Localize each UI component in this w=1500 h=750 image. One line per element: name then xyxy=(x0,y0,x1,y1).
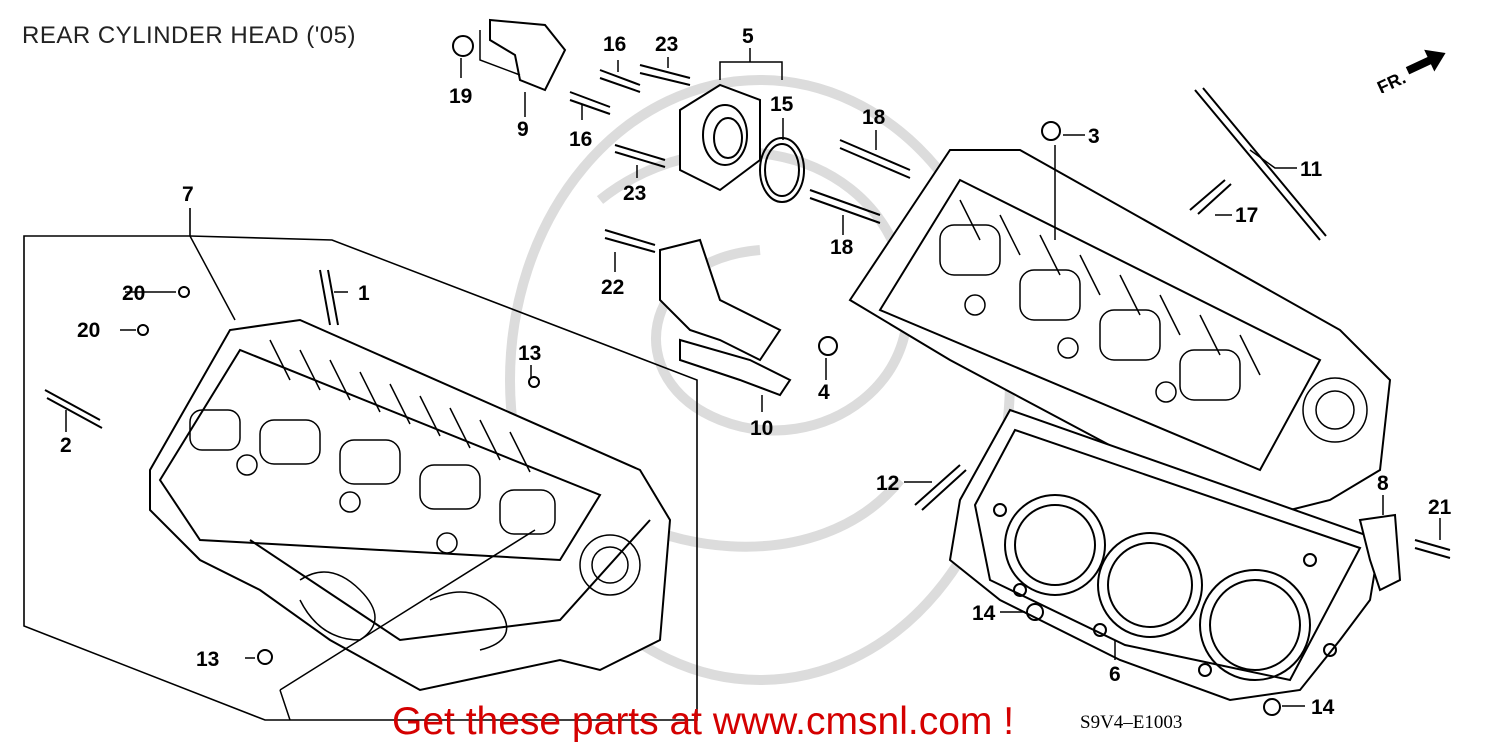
callout-20b: 20 xyxy=(77,319,100,342)
callout-11: 11 xyxy=(1300,158,1323,181)
small-parts xyxy=(44,18,1451,716)
callout-9: 9 xyxy=(517,118,529,141)
callout-13a: 13 xyxy=(518,342,541,365)
parts-link-banner[interactable]: Get these parts at www.cmsnl.com ! xyxy=(392,700,1015,743)
callout-19: 19 xyxy=(449,85,472,108)
left-cylinder-head xyxy=(149,318,672,692)
leader-lines xyxy=(65,30,1441,721)
callout-12: 12 xyxy=(876,472,899,495)
front-direction-arrow-icon: FR. xyxy=(1374,49,1446,93)
callout-1: 1 xyxy=(358,282,370,305)
callout-2: 2 xyxy=(60,434,72,457)
cylinder-head-assembly-box xyxy=(23,208,698,721)
callout-22: 22 xyxy=(601,276,624,299)
callout-10: 10 xyxy=(750,417,773,440)
callout-23a: 23 xyxy=(655,33,678,56)
callout-20a: 20 xyxy=(122,282,145,305)
callout-15: 15 xyxy=(770,93,794,116)
callout-4: 4 xyxy=(818,381,830,404)
callout-14a: 14 xyxy=(972,602,996,625)
callout-21: 21 xyxy=(1428,496,1452,519)
callout-16b: 16 xyxy=(569,128,592,151)
diagram-title: REAR CYLINDER HEAD ('05) xyxy=(22,22,356,49)
callout-16a: 16 xyxy=(603,33,626,56)
callout-8: 8 xyxy=(1377,472,1389,495)
diagram-code: S9V4–E1003 xyxy=(1080,712,1183,733)
callout-23b: 23 xyxy=(623,182,646,205)
callout-14b: 14 xyxy=(1311,696,1335,719)
callout-17: 17 xyxy=(1235,204,1258,227)
callout-3: 3 xyxy=(1088,125,1100,148)
callout-13b: 13 xyxy=(196,648,219,671)
right-cylinder-head xyxy=(848,149,1392,522)
head-gasket xyxy=(948,408,1382,702)
callout-18a: 18 xyxy=(862,106,886,129)
callout-5: 5 xyxy=(742,25,754,48)
fr-label: FR. xyxy=(1374,67,1409,93)
callout-18b: 18 xyxy=(830,236,854,259)
callout-6: 6 xyxy=(1109,663,1121,686)
callout-labels: 1 2 3 4 5 6 7 8 9 10 11 12 13 13 14 14 1… xyxy=(60,25,1452,719)
callout-7: 7 xyxy=(182,183,194,206)
